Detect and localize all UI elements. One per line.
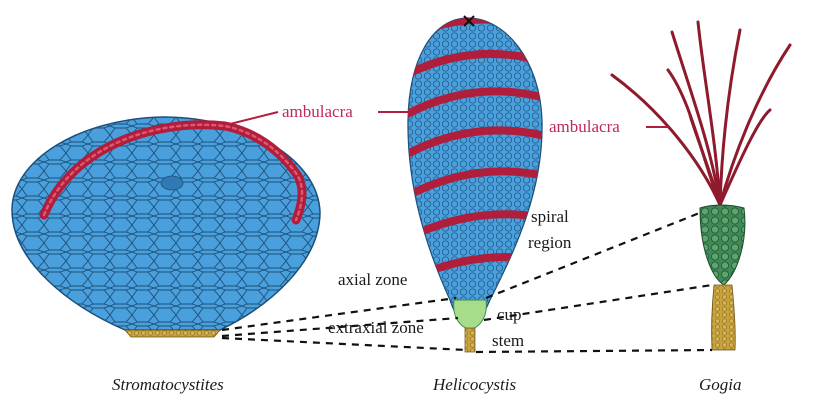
helicocystis-cup: [454, 300, 487, 330]
stromatocystites-peristome: [161, 176, 183, 190]
ambulacra-leader-left: [230, 112, 278, 124]
stromatocystites-specimen: [12, 117, 320, 337]
label-ambulacra-right: ambulacra: [549, 117, 620, 136]
brachiole: [720, 30, 740, 205]
gogia-brachioles: [612, 22, 790, 205]
taxon-gogia: Gogia: [699, 375, 742, 394]
label-stem: stem: [492, 331, 524, 350]
brachiole: [698, 22, 720, 205]
stromatocystites-aboral-rim: [125, 330, 220, 337]
label-cup: cup: [497, 305, 522, 324]
brachiole: [720, 110, 770, 205]
taxon-stromatocystites: Stromatocystites: [112, 375, 224, 394]
label-axial-zone: axial zone: [338, 270, 407, 289]
brachiole: [612, 75, 720, 205]
gogia-specimen: [612, 22, 790, 350]
gogia-cup: [700, 205, 745, 285]
label-spiral: spiral: [531, 207, 569, 226]
dashed-line-stem-left: [222, 338, 466, 350]
taxon-helicocystis: Helicocystis: [432, 375, 516, 394]
label-ambulacra-left: ambulacra: [282, 102, 353, 121]
helicocystis-stem: [465, 328, 475, 352]
label-region: region: [528, 233, 572, 252]
label-extraxial-zone: extraxial zone: [328, 318, 424, 337]
gogia-stem: [712, 285, 736, 350]
dashed-line-stem-right: [476, 350, 712, 352]
